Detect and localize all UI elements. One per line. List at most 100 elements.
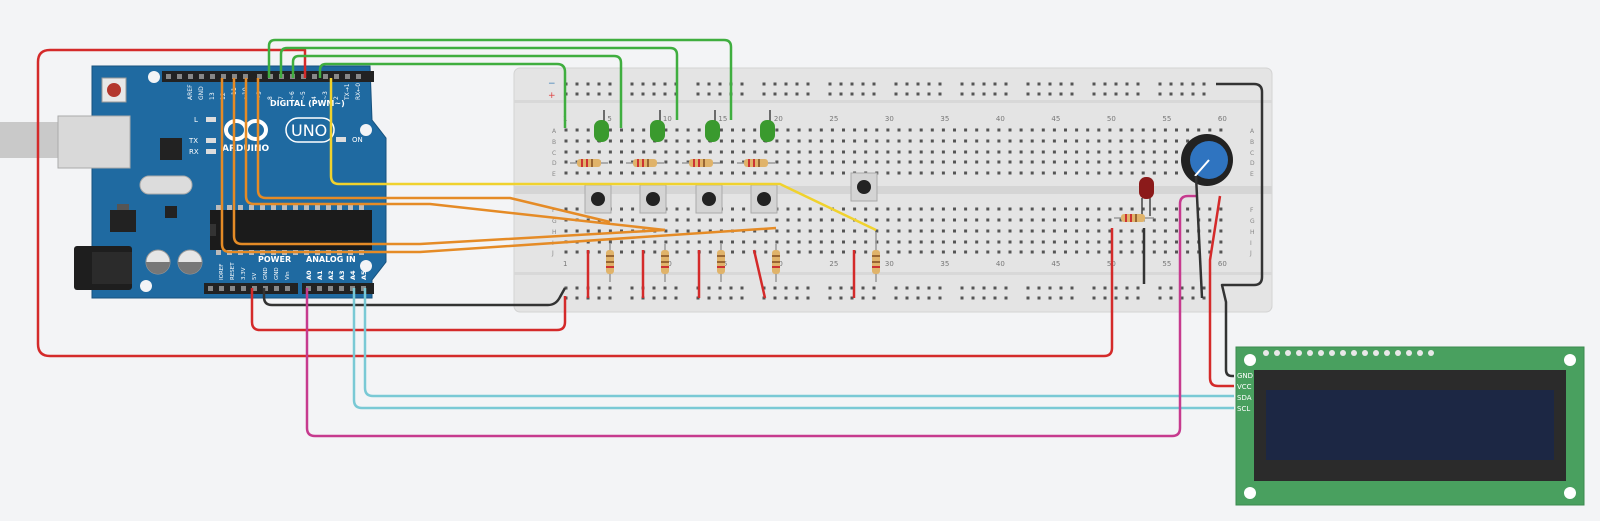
rail-hole[interactable] (718, 92, 722, 96)
rail-hole[interactable] (993, 286, 997, 290)
breadboard-hole[interactable] (1130, 128, 1134, 132)
breadboard-hole[interactable] (997, 160, 1001, 164)
breadboard-hole[interactable] (797, 229, 801, 233)
breadboard-hole[interactable] (775, 240, 779, 244)
breadboard-hole[interactable] (1019, 128, 1023, 132)
breadboard-hole[interactable] (964, 128, 968, 132)
green-led-4[interactable] (760, 110, 775, 142)
breadboard-hole[interactable] (864, 160, 868, 164)
resistor-v-5[interactable] (872, 232, 880, 282)
breadboard-hole[interactable] (1041, 150, 1045, 154)
rail-hole[interactable] (1048, 286, 1052, 290)
rail-hole[interactable] (1037, 92, 1041, 96)
breadboard-hole[interactable] (1175, 160, 1178, 164)
lcd-pin-sda[interactable]: SDA (1237, 394, 1252, 402)
breadboard-hole[interactable] (1163, 150, 1167, 154)
breadboard-hole[interactable] (1075, 160, 1079, 164)
header-pin[interactable] (328, 286, 333, 291)
breadboard-hole[interactable] (1019, 171, 1023, 175)
breadboard-hole[interactable] (775, 218, 779, 222)
rail-hole[interactable] (828, 92, 832, 96)
rail-hole[interactable] (1004, 82, 1008, 86)
rail-hole[interactable] (839, 296, 843, 300)
breadboard-hole[interactable] (842, 160, 845, 164)
breadboard-hole[interactable] (642, 150, 646, 154)
breadboard-hole[interactable] (1186, 250, 1190, 254)
rail-hole[interactable] (1125, 82, 1129, 86)
breadboard-hole[interactable] (719, 160, 723, 164)
breadboard-hole[interactable] (908, 171, 912, 175)
breadboard-hole[interactable] (1219, 250, 1223, 254)
rail-hole[interactable] (806, 286, 810, 290)
breadboard-hole[interactable] (1130, 229, 1134, 233)
rail-hole[interactable] (1004, 92, 1008, 96)
rail-hole[interactable] (630, 92, 634, 96)
breadboard-hole[interactable] (808, 207, 812, 211)
rail-hole[interactable] (916, 82, 920, 86)
rail-hole[interactable] (894, 92, 898, 96)
breadboard-hole[interactable] (908, 250, 912, 254)
breadboard-hole[interactable] (953, 240, 956, 244)
breadboard-hole[interactable] (819, 128, 823, 132)
rail-hole[interactable] (1158, 82, 1162, 86)
rail-hole[interactable] (652, 286, 656, 290)
rail-hole[interactable] (905, 286, 909, 290)
wires[interactable] (36, 38, 1264, 438)
breadboard-hole[interactable] (575, 139, 579, 143)
breadboard-hole[interactable] (908, 218, 912, 222)
breadboard-hole[interactable] (1064, 240, 1067, 244)
breadboard-hole[interactable] (686, 218, 690, 222)
breadboard-hole[interactable] (586, 128, 590, 132)
breadboard-hole[interactable] (1219, 240, 1223, 244)
rail-hole[interactable] (1048, 296, 1052, 300)
breadboard-hole[interactable] (842, 218, 845, 222)
breadboard-hole[interactable] (620, 207, 623, 211)
breadboard-hole[interactable] (1130, 240, 1134, 244)
breadboard-hole[interactable] (1119, 207, 1123, 211)
breadboard-hole[interactable] (786, 207, 790, 211)
breadboard-hole[interactable] (842, 150, 845, 154)
breadboard-hole[interactable] (1152, 229, 1156, 233)
breadboard-hole[interactable] (997, 218, 1001, 222)
breadboard-hole[interactable] (1019, 150, 1023, 154)
rail-hole[interactable] (575, 92, 579, 96)
breadboard-hole[interactable] (986, 250, 990, 254)
breadboard-hole[interactable] (897, 160, 901, 164)
breadboard-hole[interactable] (631, 160, 635, 164)
breadboard-hole[interactable] (675, 207, 679, 211)
header-pin[interactable] (188, 74, 193, 79)
header-pin[interactable] (219, 286, 224, 291)
rail-hole[interactable] (894, 82, 898, 86)
breadboard-hole[interactable] (1208, 250, 1212, 254)
breadboard-hole[interactable] (808, 240, 812, 244)
header-pin[interactable] (339, 286, 344, 291)
rail-hole[interactable] (1125, 296, 1129, 300)
breadboard-hole[interactable] (964, 229, 968, 233)
rail-hole[interactable] (1136, 286, 1140, 290)
breadboard-hole[interactable] (1008, 250, 1012, 254)
breadboard-hole[interactable] (675, 240, 679, 244)
rail-hole[interactable] (982, 296, 986, 300)
breadboard-hole[interactable] (830, 250, 834, 254)
lcd-pin-scl[interactable]: SCL (1237, 405, 1250, 413)
breadboard-hole[interactable] (620, 160, 623, 164)
rail-hole[interactable] (762, 92, 766, 96)
breadboard-hole[interactable] (642, 218, 646, 222)
breadboard-hole[interactable] (1052, 128, 1056, 132)
rail-hole[interactable] (1114, 82, 1118, 86)
header-pin[interactable] (334, 74, 339, 79)
breadboard-hole[interactable] (1008, 218, 1012, 222)
breadboard-hole[interactable] (964, 207, 968, 211)
breadboard-hole[interactable] (930, 139, 934, 143)
breadboard-hole[interactable] (664, 229, 668, 233)
resistor-v-4[interactable] (772, 244, 780, 282)
rail-hole[interactable] (641, 82, 645, 86)
breadboard-hole[interactable] (1141, 150, 1145, 154)
breadboard-hole[interactable] (819, 218, 823, 222)
breadboard-hole[interactable] (1152, 171, 1156, 175)
breadboard-hole[interactable] (653, 150, 657, 154)
rail-hole[interactable] (1037, 296, 1041, 300)
wire-black-gnd[interactable] (262, 287, 567, 307)
breadboard-hole[interactable] (1064, 150, 1067, 154)
